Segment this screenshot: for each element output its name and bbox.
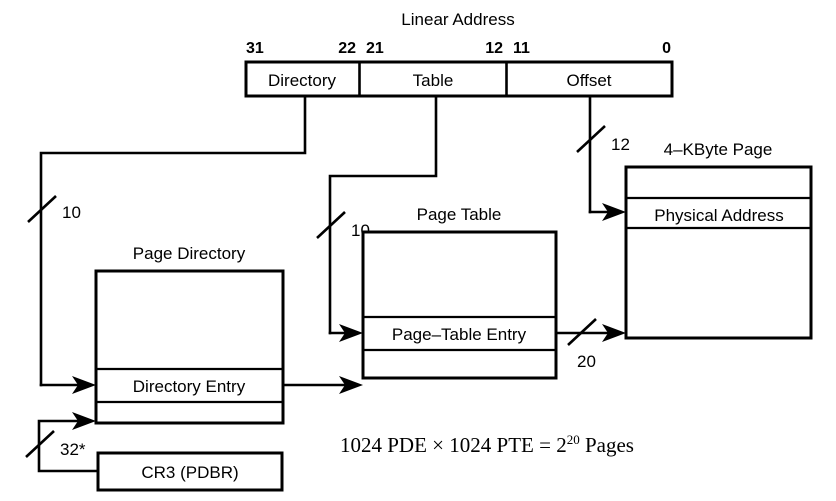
field-label-table: Table xyxy=(413,71,454,90)
arrowhead-into-physical-address xyxy=(602,203,626,221)
bus-slash-pte-frame xyxy=(567,318,597,346)
bus-slash-table-index xyxy=(316,211,346,239)
bit-label-21: 21 xyxy=(366,40,384,57)
bit-label-31: 31 xyxy=(246,40,264,57)
arrowhead-into-page-directory-base xyxy=(72,412,96,430)
bit-label-11: 11 xyxy=(513,40,530,57)
arrowhead-into-directory-entry xyxy=(72,376,96,394)
page-title: Linear Address xyxy=(401,10,514,29)
bus-width-cr3-base: 32* xyxy=(60,440,86,459)
bus-width-directory-index: 10 xyxy=(62,203,81,222)
page-table-box xyxy=(361,230,558,380)
figure-caption: 1024 PDE × 1024 PTE = 220 Pages xyxy=(340,432,634,457)
field-label-directory: Directory xyxy=(268,71,337,90)
page-directory-title: Page Directory xyxy=(133,244,246,263)
bit-label-22: 22 xyxy=(338,40,356,57)
connector-table-index xyxy=(328,94,438,335)
bit-label-0: 0 xyxy=(662,40,671,57)
page-frame-box xyxy=(624,165,813,340)
page-table-entry-label: Page–Table Entry xyxy=(392,325,527,344)
bus-slash-directory-index xyxy=(27,195,57,223)
connector-directory-index xyxy=(39,94,307,387)
arrowhead-into-page-table-entry xyxy=(339,324,363,342)
page-frame-title: 4–KByte Page xyxy=(664,140,773,159)
arrowhead-into-page-base xyxy=(602,324,626,342)
figure-caption-main: 1024 PDE × 1024 PTE = 2 xyxy=(340,433,567,457)
figure-caption-tail: Pages xyxy=(580,433,634,457)
bus-width-pte-frame: 20 xyxy=(577,352,596,371)
field-label-offset: Offset xyxy=(566,71,611,90)
physical-address-label: Physical Address xyxy=(654,206,783,225)
cr3-label: CR3 (PDBR) xyxy=(141,463,238,482)
bus-slash-offset xyxy=(576,125,606,153)
bit-label-12: 12 xyxy=(485,40,503,57)
directory-entry-label: Directory Entry xyxy=(133,377,246,396)
arrowhead-into-page-table-base xyxy=(339,376,363,394)
page-directory-box xyxy=(94,269,285,425)
page-table-title: Page Table xyxy=(417,205,502,224)
bus-width-offset: 12 xyxy=(611,135,630,154)
linear-address-box xyxy=(244,60,674,98)
bus-slash-cr3-base xyxy=(25,430,55,458)
figure-caption-superscript: 20 xyxy=(567,432,580,447)
